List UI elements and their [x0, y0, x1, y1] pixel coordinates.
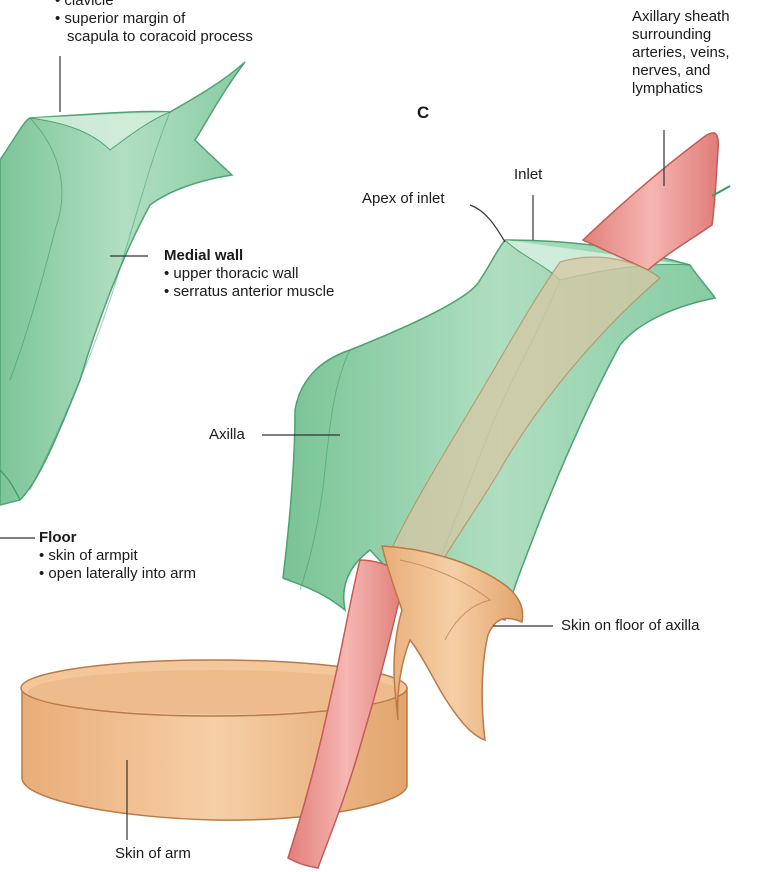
top-bullet-2: • superior margin of [55, 10, 253, 28]
floor-label: Floor • skin of armpit • open laterally … [39, 529, 196, 583]
axillary-sheath-label: Axillary sheath surrounding arteries, ve… [632, 8, 730, 98]
axillary-sheath-line-3: arteries, veins, [632, 44, 730, 62]
axilla-label: Axilla [209, 426, 245, 444]
axillary-sheath-line-5: lymphatics [632, 80, 730, 98]
panel-label: C [417, 103, 429, 123]
floor-title: Floor [39, 529, 196, 547]
inlet-label: Inlet [514, 166, 542, 184]
floor-bullet-2: • open laterally into arm [39, 565, 196, 583]
leader-apex [470, 205, 505, 242]
top-bullet-3: scapula to coracoid process [55, 28, 253, 46]
medial-wall-bullet-1: • upper thoracic wall [164, 265, 334, 283]
apex-of-inlet-label: Apex of inlet [362, 190, 445, 208]
floor-bullet-1: • skin of armpit [39, 547, 196, 565]
medial-wall-title: Medial wall [164, 247, 334, 265]
skin-on-floor-label: Skin on floor of axilla [561, 617, 699, 635]
skin-of-arm-label: Skin of arm [115, 845, 191, 863]
top-bullets: • clavicle • superior margin of scapula … [55, 0, 253, 46]
top-bullet-1: • clavicle [55, 0, 253, 10]
medial-wall-bullet-2: • serratus anterior muscle [164, 283, 334, 301]
medial-wall-label: Medial wall • upper thoracic wall • serr… [164, 247, 334, 301]
axillary-sheath-line-2: surrounding [632, 26, 730, 44]
axillary-sheath-line-1: Axillary sheath [632, 8, 730, 26]
axillary-sheath-line-4: nerves, and [632, 62, 730, 80]
